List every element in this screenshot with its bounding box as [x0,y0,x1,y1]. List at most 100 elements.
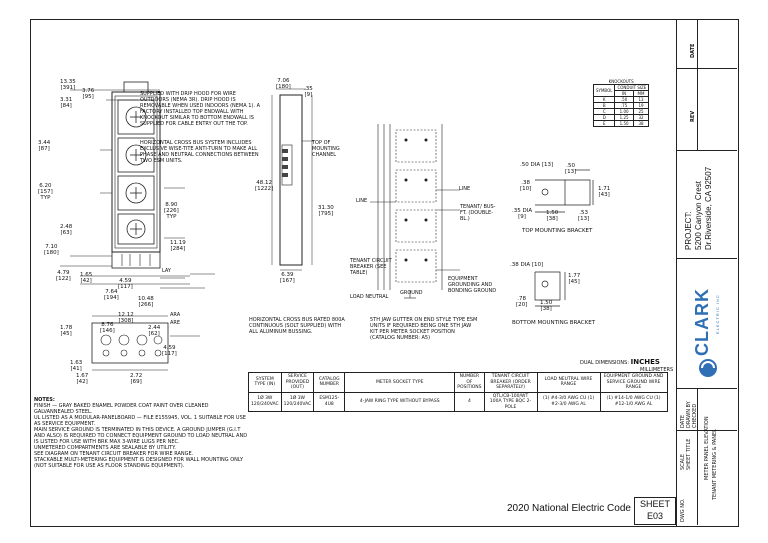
dim-4-59b: 4.59[117] [162,345,177,357]
dim-2-44: 2.44[62] [148,325,161,337]
col-system-type: SYSTEM TYPE (IN) [248,372,282,393]
company-logo: CLARK ELECTRIC INC [682,264,732,384]
dim-1-50b: 1.50[38] [540,300,553,312]
cell-system-type: 1Ø 3W 120/240VAC [248,391,282,412]
knockouts-table: KNOCKOUTS SYMBOL CONDUIT SIZE IN MM K.50… [592,79,650,127]
ara-label: ARA [170,312,181,318]
dim-1-65: 1.65[42] [80,272,93,284]
cell-positions: 4 [454,391,485,412]
dual-dims-label: DUAL DIMENSIONS: [580,360,630,366]
side-view-caption: HORIZONTAL CROSS BUS RATED 800A CONTINUO… [249,317,345,335]
dim-12-12: 12.12[308] [118,312,134,324]
tb-label-dwg: DWG NO. [680,498,686,522]
dim-4-59: 4.59[117] [118,278,133,290]
knockouts-title: KNOCKOUTS [608,79,634,84]
dim-3-31: 3.31[84] [60,97,73,109]
dim-10-48: 10.48[266] [138,296,154,308]
note-line: FINISH — GRAY BAKED ENAMEL POWDER COAT P… [34,403,209,415]
tb-date-label: DATE [690,43,696,58]
ko-header-symbol: SYMBOL [592,84,616,97]
cell-load-neutral: (1) #4-3/0 AWG CU (1) #2-3/0 AWG AL [536,391,601,412]
dual-dims-mm: MILLIMETERS [640,367,674,373]
project-line2: Dr.Riverside, CA 92507 [704,166,713,250]
ko-cell: E [592,120,616,127]
tb-divider [676,388,737,389]
dim-53: .53[13] [578,210,590,222]
col-meter-socket-type: METER SOCKET TYPE [344,372,456,393]
dim-1-63: 1.63[41] [70,360,83,372]
notes-title: NOTES: [34,397,55,403]
bottom-bracket-caption: BOTTOM MOUNTING BRACKET [512,320,596,326]
dim-6-20: 6.20[157]TYP [38,183,53,201]
clark-logo-mark [699,359,717,377]
dim-8-90: 8.90[226]TYP [164,202,179,220]
bottom-mounting-bracket [534,271,566,307]
dim-7-10: 7.10[180] [44,244,59,256]
dim-1-78: 1.78[45] [60,325,73,337]
ko-cell: 38 [632,120,650,127]
drawing-sheet [30,19,739,527]
table-header-row: SYSTEM TYPE (IN) SERVICE PROVIDED (OUT) … [248,372,668,393]
top-of-channel-label: TOP OF MOUNTING CHANNEL [312,140,340,158]
cell-equipment-ground: (1) #14-1/0 AWG CU (1) #12-1/0 AWG AL [599,391,668,412]
tb-divider [676,430,737,431]
notes-block: NOTES: FINISH — GRAY BAKED ENAMEL POWDER… [34,397,249,469]
schematic-caption: 5TH JAW GUTTER ON END STYLE TYPE ESM UNI… [370,317,478,341]
dim-1-77: 1.77[45] [568,273,581,285]
tenant-breaker-label: TENANT CIRCUIT BREAKER (SEE TABLE) [350,258,392,276]
sheet-label: SHEET [639,499,670,509]
logo-text: CLARK [692,288,712,356]
equipment-grounding-label: EQUIPMENT GROUNDING AND BONDING GROUND [448,276,497,294]
col-load-neutral: LOAD NEUTRAL WIRE RANGE [536,372,601,393]
project-block: PROJECT: 5200 Canyon Crest Dr.Riverside,… [684,167,714,250]
lay-label: LAY [162,268,171,274]
project-line1: 5200 Canyon Crest [694,181,703,250]
tb-divider [676,150,737,151]
col-equipment-ground: EQUIPMENT GROUND AND SERVICE GROUND WIRE… [599,372,668,393]
title-block-border [676,19,677,526]
dim-35: .35[9] [304,86,313,98]
side-view [271,88,314,271]
ko-cell: 1.50 [614,120,634,127]
tb-rev-label: REV [690,110,696,122]
tb-label-sheet-title: SHEET TITLE [686,438,692,470]
dim-48-12: 48.12[1222] [255,180,274,192]
table-row: 1Ø 3W 120/240VAC 1Ø 3W 120/240VAC ESM125… [248,391,668,412]
dim-1-50: 1.50[38] [546,210,559,222]
dim-1-71: 1.71[43] [598,186,611,198]
dim-11-19: 11.19[284] [170,240,186,252]
dim-78: .78[20] [516,296,528,308]
cell-meter-socket-type: 4-JAW RING TYPE WITHOUT BYPASS [344,391,456,412]
hub-note: SUPPLIED WITH DRIP HOOD FOR WIRE OUTDOOR… [140,91,260,127]
cell-tenant-breaker: QTL/CB-100/WT 100A TYPE BQC 2-POLE [483,391,538,412]
logo-sub: ELECTRIC INC [715,294,720,334]
dim-2-48: 2.48[63] [60,224,73,236]
dim-7-06: 7.06[180] [276,78,291,90]
dim-1-67: 1.67[42] [76,373,89,385]
dim-2-72: 2.72[69] [130,373,143,385]
sheet-number: E03 [646,511,663,521]
col-service-provided: SERVICE PROVIDED (OUT) [280,372,315,393]
col-tenant-breaker: TENANT CIRCUIT BREAKER (ORDER SEPARATELY… [483,372,538,393]
dim-13-35: 13.35[391] [60,79,76,91]
dim-38-dia: .38 DIA [10] [510,262,544,268]
line-label-left: LINE [356,198,368,204]
meter-socket-front-view [60,81,215,371]
note-line: MAIN SERVICE GROUND IS TERMINATED IN THI… [34,427,248,445]
meter-spec-table: SYSTEM TYPE (IN) SERVICE PROVIDED (OUT) … [248,372,668,412]
tb-divider [676,258,737,259]
tb-divider [697,19,698,150]
tb-divider [676,68,737,69]
note-line: UL LISTED AS A MODULAR-PANELBOARD — FILE… [34,415,246,427]
bus-note: HORIZONTAL CROSS BUS SYSTEM INCLUDES EXC… [140,140,259,164]
dim-5-76: 8.76[146] [100,322,115,334]
dim-3-76: 3.76[95] [82,88,95,100]
tb-drawing-title: METER PANEL ELEVATION [704,416,710,480]
note-line: UNMETERED COMPARTMENTS ARE SEALABLE BY U… [34,445,176,451]
are-label: ARE [170,320,181,326]
dual-dimensions: DUAL DIMENSIONS: INCHES [580,359,660,367]
tb-side-line: TENANT METERING & PANEL [712,429,718,500]
dim-4-79: 4.79[122] [56,270,71,282]
dim-6-39: 6.39[167] [280,272,295,284]
project-label: PROJECT: [684,211,693,250]
